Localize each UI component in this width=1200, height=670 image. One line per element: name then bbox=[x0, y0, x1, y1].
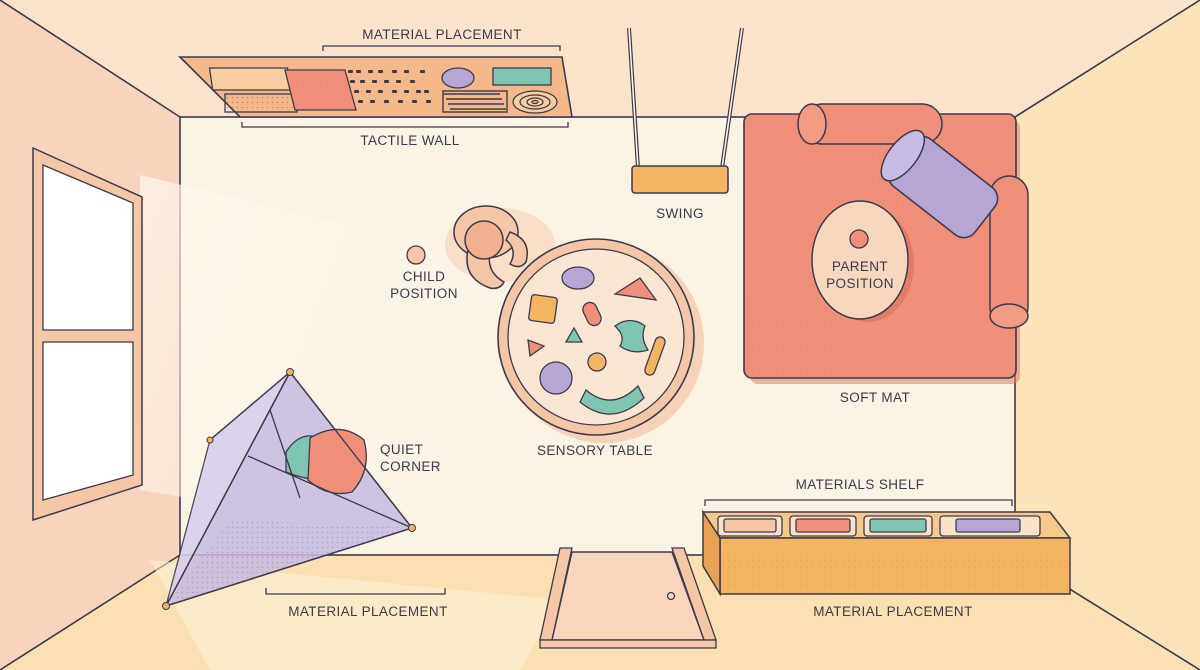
ceiling bbox=[0, 0, 1200, 117]
tactile-wall bbox=[178, 45, 573, 128]
parent-position-label: PARENT POSITION bbox=[826, 259, 894, 291]
child-icon bbox=[406, 205, 555, 290]
tactile-wall-placement-label: MATERIAL PLACEMENT bbox=[362, 27, 522, 42]
sensory-table bbox=[497, 238, 704, 443]
quiet-corner-label: QUIET CORNER bbox=[380, 442, 441, 474]
tactile-wall-label: TACTILE WALL bbox=[360, 133, 460, 148]
swing-label: SWING bbox=[656, 206, 704, 221]
child-position-label: CHILD POSITION bbox=[390, 269, 458, 301]
bottom-left-placement-label: MATERIAL PLACEMENT bbox=[288, 604, 448, 619]
swing-icon bbox=[627, 27, 744, 194]
tent-icon bbox=[162, 368, 416, 610]
window-icon bbox=[32, 146, 143, 522]
bottom-right-placement-label: MATERIAL PLACEMENT bbox=[813, 604, 973, 619]
sensory-table-label: SENSORY TABLE bbox=[536, 443, 653, 458]
placement-brackets bbox=[265, 588, 446, 595]
right-wall bbox=[1015, 0, 1200, 670]
floor-light bbox=[150, 560, 560, 670]
materials-shelf-label: MATERIALS SHELF bbox=[795, 477, 925, 492]
soft-mat bbox=[743, 103, 1029, 384]
soft-mat-label: SOFT MAT bbox=[839, 390, 911, 405]
door-icon bbox=[539, 547, 717, 649]
materials-shelf bbox=[701, 499, 1072, 597]
